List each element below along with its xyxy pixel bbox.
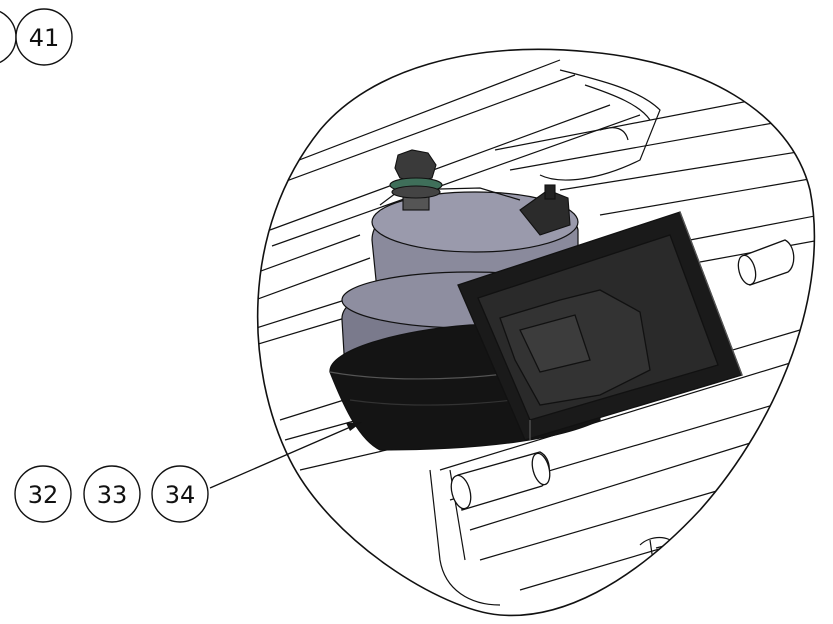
pin-right bbox=[737, 239, 795, 286]
balloon-group-bottom: 32 33 34 bbox=[14, 465, 209, 523]
black-tray bbox=[457, 211, 743, 441]
balloon-32-label: 32 bbox=[28, 481, 59, 509]
bolt bbox=[389, 149, 443, 211]
balloon-partial bbox=[0, 10, 17, 64]
detail-boundary bbox=[256, 48, 816, 617]
balloon-33-label: 33 bbox=[97, 481, 128, 509]
leader-line bbox=[209, 422, 362, 489]
balloon-32 bbox=[14, 465, 72, 523]
balloon-33 bbox=[83, 465, 141, 523]
balloon-41-label: 41 bbox=[29, 24, 60, 52]
connector bbox=[519, 184, 571, 236]
balloon-41 bbox=[15, 8, 73, 66]
balloon-34 bbox=[151, 465, 209, 523]
pin-lower bbox=[450, 451, 551, 511]
frame-linework bbox=[257, 59, 815, 606]
leader-arrow-icon bbox=[346, 422, 362, 431]
balloon-34-label: 34 bbox=[165, 481, 196, 509]
balloon-group-top: 41 bbox=[0, 8, 73, 66]
